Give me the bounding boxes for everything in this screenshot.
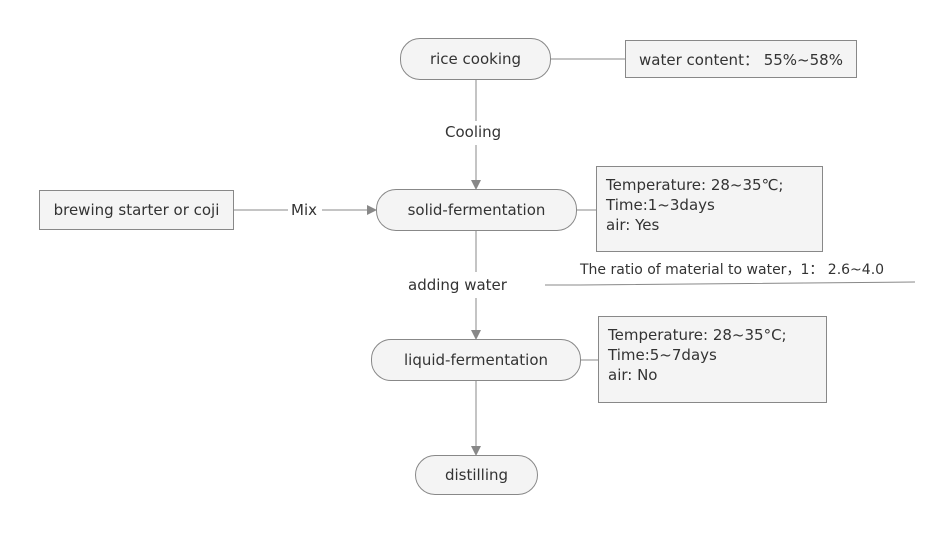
node-brewing-starter: brewing starter or coji xyxy=(39,190,234,230)
node-rice-cooking-label: rice cooking xyxy=(429,50,522,68)
node-rice-cooking: rice cooking xyxy=(400,38,551,80)
note-solid-temperature: Temperature: 28~35℃; xyxy=(606,176,784,194)
node-liquid-fermentation-label: liquid-fermentation xyxy=(403,351,549,369)
note-liquid-air: air: No xyxy=(608,366,658,384)
note-solid-time: Time:1~3days xyxy=(606,196,715,214)
note-water-content-text: water content： 55%~58% xyxy=(639,50,843,69)
edge-label-mix: Mix xyxy=(291,201,317,219)
note-solid-conditions: Temperature: 28~35℃; Time:1~3days air: Y… xyxy=(596,166,823,252)
note-water-content: water content： 55%~58% xyxy=(625,40,857,78)
note-solid-air: air: Yes xyxy=(606,216,660,234)
note-liquid-temperature: Temperature: 28~35°C; xyxy=(608,326,787,344)
node-solid-fermentation: solid-fermentation xyxy=(376,189,577,231)
note-liquid-conditions: Temperature: 28~35°C; Time:5~7days air: … xyxy=(598,316,827,403)
node-distilling-label: distilling xyxy=(444,466,509,484)
node-distilling: distilling xyxy=(415,455,538,495)
note-liquid-time: Time:5~7days xyxy=(608,346,717,364)
edge-label-adding-water: adding water xyxy=(408,276,507,294)
note-water-ratio: The ratio of material to water，1： 2.6~4.… xyxy=(580,262,885,278)
node-liquid-fermentation: liquid-fermentation xyxy=(371,339,581,381)
node-brewing-starter-label: brewing starter or coji xyxy=(53,201,220,219)
connector-adding-water-to-ratio xyxy=(545,281,916,286)
node-solid-fermentation-label: solid-fermentation xyxy=(407,201,546,219)
edge-label-cooling: Cooling xyxy=(445,123,502,141)
